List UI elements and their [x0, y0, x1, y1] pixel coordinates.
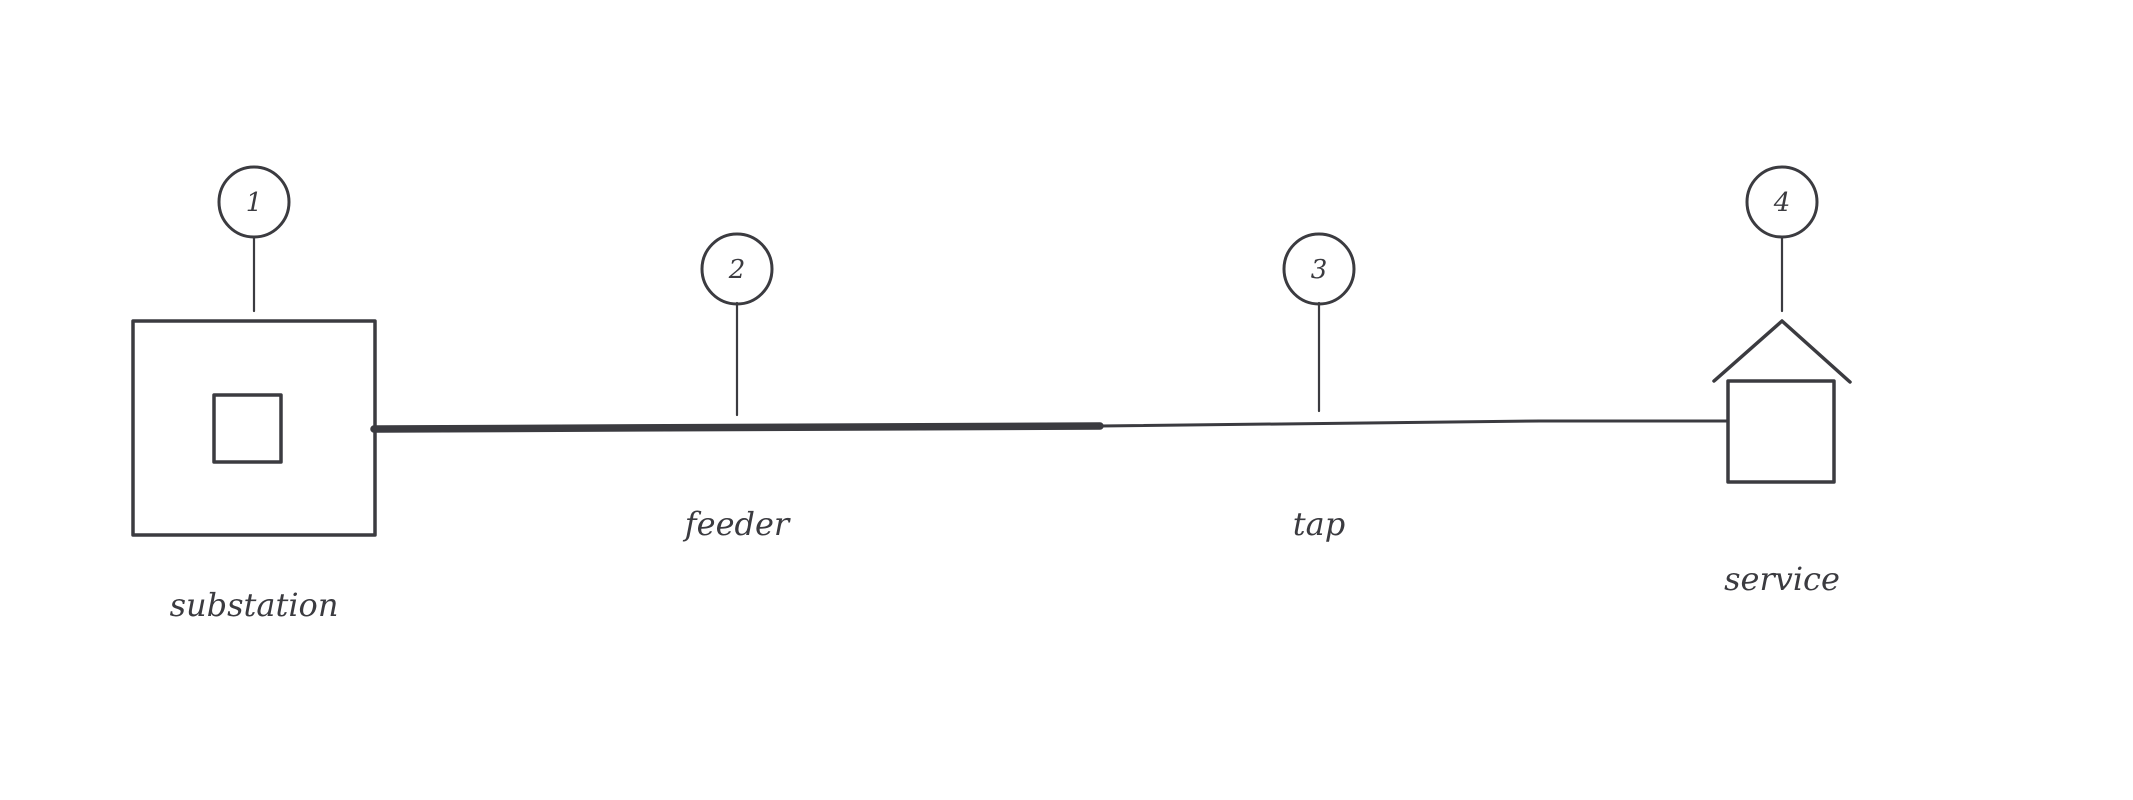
- tap-label: tap: [1293, 505, 1345, 543]
- callout-3: 3: [1282, 232, 1356, 413]
- feeder-label: feeder: [683, 505, 791, 543]
- callout-4-number: 4: [1773, 188, 1791, 218]
- callout-1: 1: [217, 165, 291, 313]
- callout-1-number: 1: [246, 188, 263, 218]
- substation-label: substation: [170, 586, 339, 624]
- house-icon: [1712, 319, 1852, 484]
- tap-line: [1098, 419, 1730, 428]
- feeder-line: [370, 422, 1104, 433]
- callout-4: 4: [1745, 165, 1819, 313]
- callout-2: 2: [700, 232, 774, 417]
- substation-icon: [131, 319, 377, 537]
- service-label: service: [1724, 560, 1840, 598]
- callout-3-number: 3: [1311, 255, 1328, 285]
- callout-2-number: 2: [728, 255, 746, 285]
